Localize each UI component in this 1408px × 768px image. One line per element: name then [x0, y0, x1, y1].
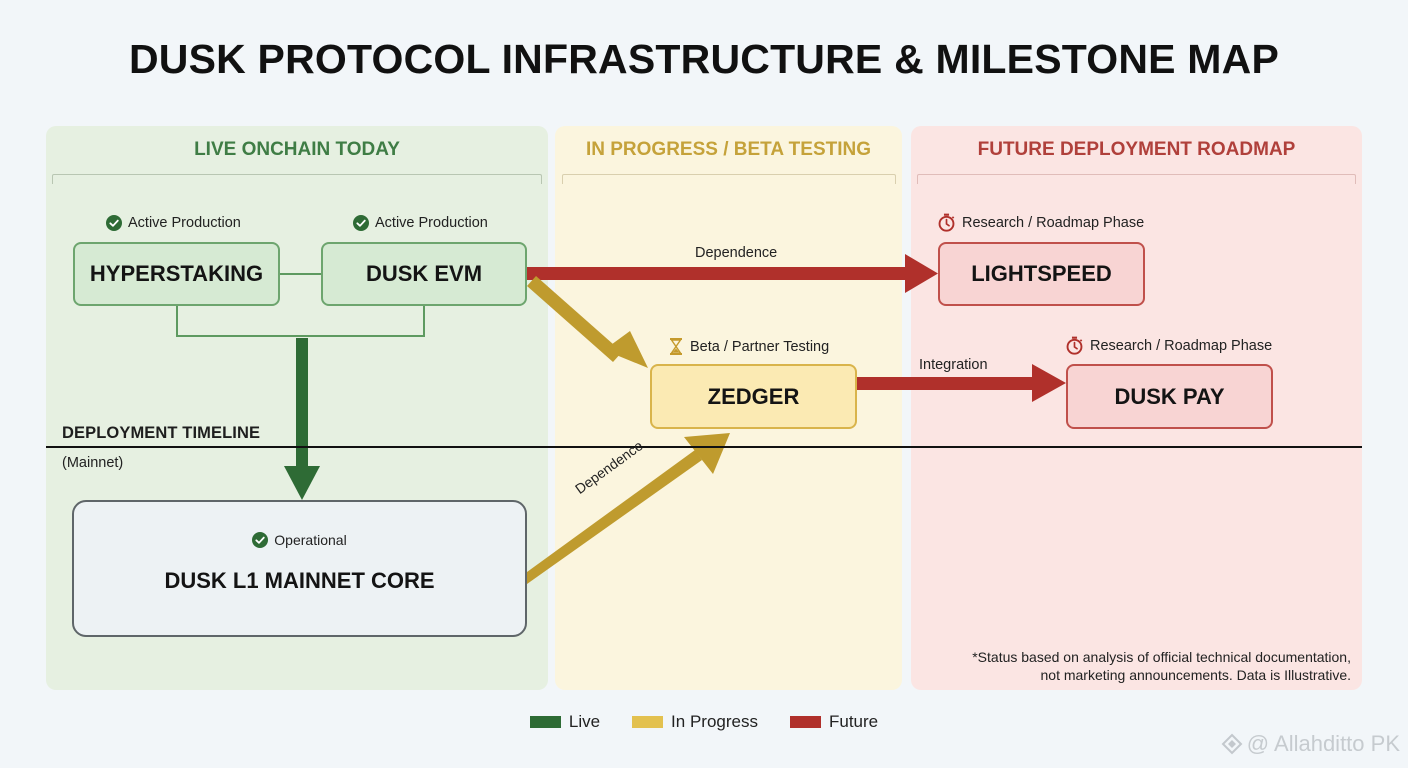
- status-zedger-label: Beta / Partner Testing: [690, 338, 830, 355]
- edge-label-zedger-pay: Integration: [919, 357, 988, 373]
- status-dusk-pay: Research / Roadmap Phase: [1065, 336, 1272, 355]
- legend-swatch-in-progress: [632, 716, 664, 728]
- arrow-evm-to-zedger-head: [604, 331, 648, 368]
- timeline-line: [46, 446, 1362, 448]
- column-in-progress-bracket: [562, 174, 896, 184]
- legend: Live In Progress Future: [0, 712, 1408, 732]
- node-zedger: ZEDGER: [650, 364, 857, 429]
- legend-item-future: Future: [789, 712, 879, 732]
- status-dusk-evm: Active Production: [353, 215, 488, 231]
- arrow-evm-to-lightspeed-head: [905, 254, 938, 293]
- watermark-text: @ Allahditto PK: [1246, 731, 1400, 756]
- legend-label-in-progress: In Progress: [671, 712, 758, 731]
- status-hyperstaking-label: Active Production: [128, 215, 241, 231]
- connector-live-bracket: [176, 306, 425, 337]
- status-dusk-l1-label: Operational: [274, 532, 347, 548]
- timeline-title: DEPLOYMENT TIMELINE: [62, 424, 261, 442]
- status-lightspeed: Research / Roadmap Phase: [937, 213, 1144, 232]
- arrow-core-to-zedger-head: [684, 433, 730, 474]
- stopwatch-icon: [938, 213, 955, 232]
- node-dusk-evm: DUSK EVM: [321, 242, 527, 306]
- column-in-progress-heading: IN PROGRESS / BETA TESTING: [585, 139, 872, 160]
- status-dusk-pay-label: Research / Roadmap Phase: [1090, 337, 1273, 354]
- status-dusk-l1: Operational: [74, 532, 525, 548]
- node-hyperstaking: HYPERSTAKING: [73, 242, 280, 306]
- status-dusk-evm-label: Active Production: [375, 215, 488, 231]
- node-lightspeed: LIGHTSPEED: [938, 242, 1145, 306]
- legend-swatch-live: [529, 716, 561, 728]
- legend-item-live: Live: [529, 712, 601, 732]
- column-future-bracket: [917, 174, 1356, 184]
- timeline-subtitle: (Mainnet): [62, 455, 124, 471]
- stopwatch-icon: [1066, 336, 1083, 355]
- legend-label-future: Future: [828, 712, 879, 731]
- arrow-evm-to-zedger-shaft: [527, 276, 622, 362]
- arrow-zedger-to-pay-head: [1032, 364, 1066, 402]
- check-circle-icon: [353, 215, 369, 231]
- status-zedger: Beta / Partner Testing: [668, 337, 829, 356]
- node-dusk-l1-label: DUSK L1 MAINNET CORE: [164, 568, 435, 593]
- arrow-evm-to-lightspeed-shaft: [527, 267, 907, 280]
- legend-label-live: Live: [568, 712, 601, 731]
- arrow-core-to-zedger-shaft: [527, 450, 702, 584]
- column-future-heading: FUTURE DEPLOYMENT ROADMAP: [977, 139, 1296, 160]
- node-dusk-l1-mainnet-core: Operational DUSK L1 MAINNET CORE: [72, 500, 527, 637]
- column-live-bracket: [52, 174, 542, 184]
- diamond-logo-icon: [1221, 733, 1243, 755]
- status-hyperstaking: Active Production: [106, 215, 241, 231]
- status-lightspeed-label: Research / Roadmap Phase: [962, 214, 1145, 231]
- footnote-line-2: not marketing announcements. Data is Ill…: [1040, 667, 1352, 683]
- page-title: DUSK PROTOCOL INFRASTRUCTURE & MILESTONE…: [128, 36, 1279, 82]
- column-live-heading: LIVE ONCHAIN TODAY: [194, 139, 400, 160]
- edge-label-evm-lightspeed: Dependence: [695, 245, 778, 261]
- hourglass-icon: [670, 338, 682, 355]
- check-circle-icon: [106, 215, 122, 231]
- arrow-zedger-to-pay-shaft: [857, 377, 1035, 390]
- watermark: @ Allahditto PK: [1221, 731, 1400, 757]
- node-dusk-pay: DUSK PAY: [1066, 364, 1273, 429]
- check-circle-icon: [252, 532, 269, 548]
- arrow-live-to-core-shaft: [296, 338, 308, 468]
- arrow-live-to-core-head: [284, 466, 320, 500]
- legend-item-in-progress: In Progress: [632, 712, 758, 732]
- footnote: *Status based on analysis of official te…: [911, 648, 1351, 684]
- footnote-line-1: *Status based on analysis of official te…: [972, 649, 1351, 665]
- legend-swatch-future: [789, 716, 821, 728]
